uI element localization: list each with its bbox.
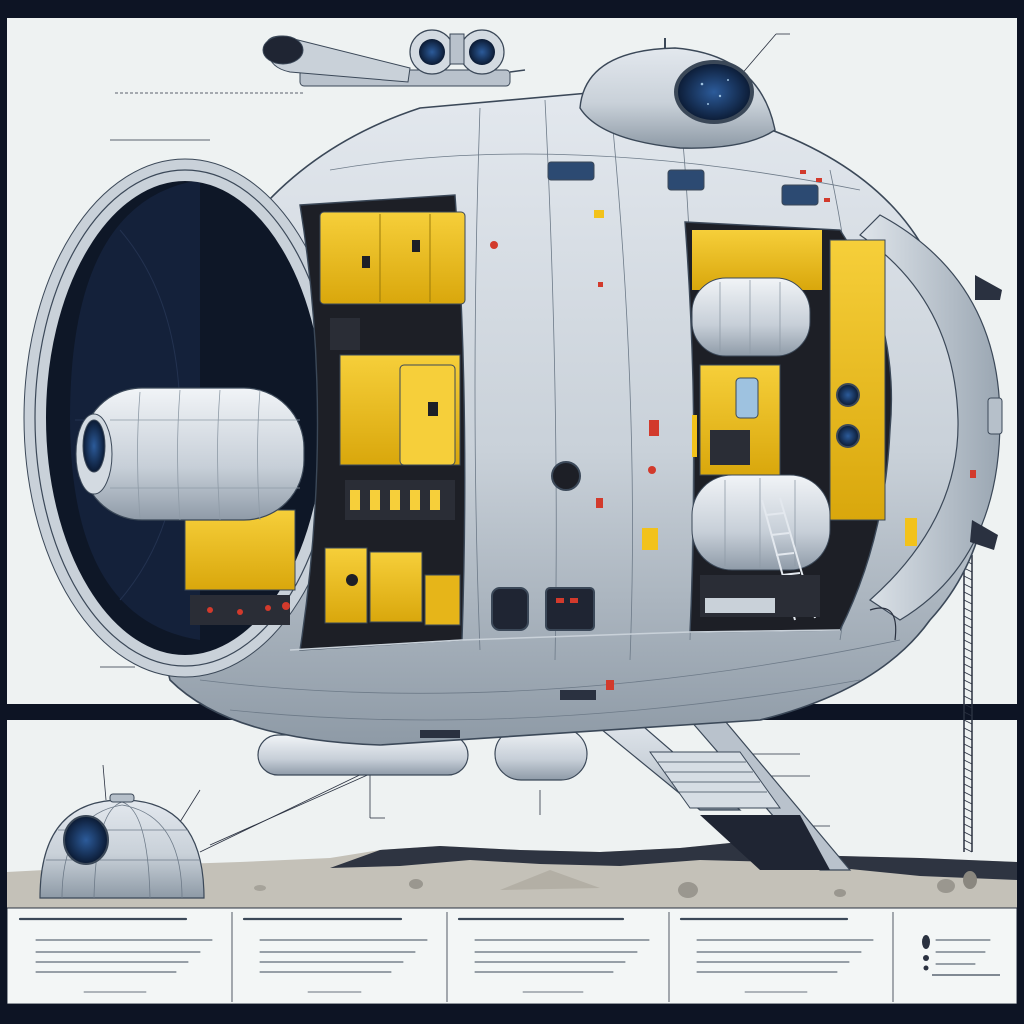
hull-details: [282, 161, 976, 738]
bottom-info-strip: [6, 907, 1018, 1005]
front-tank-lower: [691, 474, 831, 571]
hull-end-cap: [859, 214, 1001, 621]
front-cutaway: [684, 221, 893, 633]
front-tank-upper: [691, 277, 811, 357]
dome-habitat: [39, 793, 205, 899]
dome-window: [674, 60, 754, 124]
top-sensor-assembly: [262, 29, 526, 87]
observation-dome: [579, 38, 776, 149]
control-hatch: [545, 587, 595, 631]
cargo-locker-top: [319, 211, 466, 305]
dome-porthole: [63, 815, 109, 865]
hatch-port: [491, 587, 529, 631]
central-cutaway: [299, 194, 466, 651]
antenna-mast: [963, 555, 973, 853]
spacecraft: [23, 29, 1003, 871]
inflatable-module-rear: [75, 387, 305, 521]
landing-struts: [588, 714, 852, 871]
